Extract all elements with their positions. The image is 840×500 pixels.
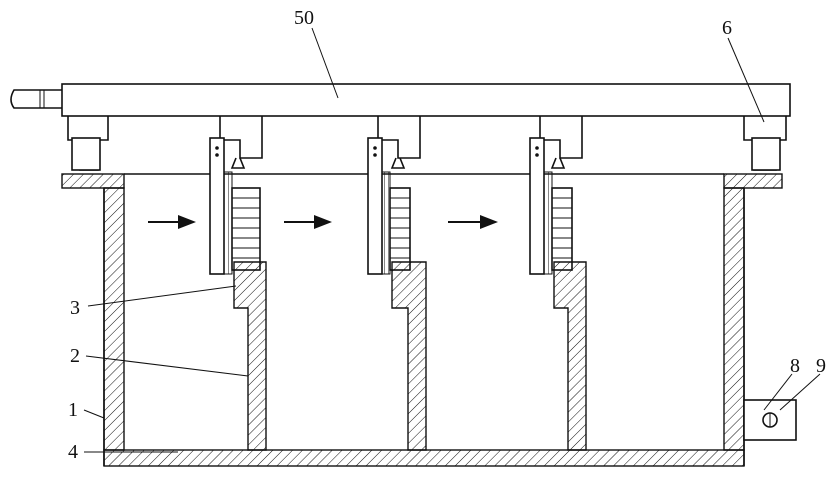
unit-3 [529, 116, 587, 451]
leader-lines [83, 27, 821, 453]
label-outlet-pipe: 8 [790, 355, 800, 377]
label-valve: 9 [816, 355, 826, 377]
left-support [67, 116, 109, 171]
unit-1 [209, 116, 267, 451]
outlet-pipe [743, 399, 797, 441]
label-rail: 50 [294, 7, 314, 29]
flow-arrows [148, 215, 498, 229]
unit-2 [367, 116, 427, 451]
right-support [743, 116, 787, 171]
label-brush-plate: 3 [70, 297, 80, 319]
label-tank-wall: 1 [68, 399, 78, 421]
flow-arrow-icon [284, 215, 332, 229]
top-rail [10, 83, 791, 117]
tank [61, 173, 783, 467]
label-partition: 2 [70, 345, 80, 367]
flow-arrow-icon [448, 215, 498, 229]
label-support: 6 [722, 17, 732, 39]
flow-arrow-icon [148, 215, 196, 229]
label-chamber: 4 [68, 441, 78, 463]
